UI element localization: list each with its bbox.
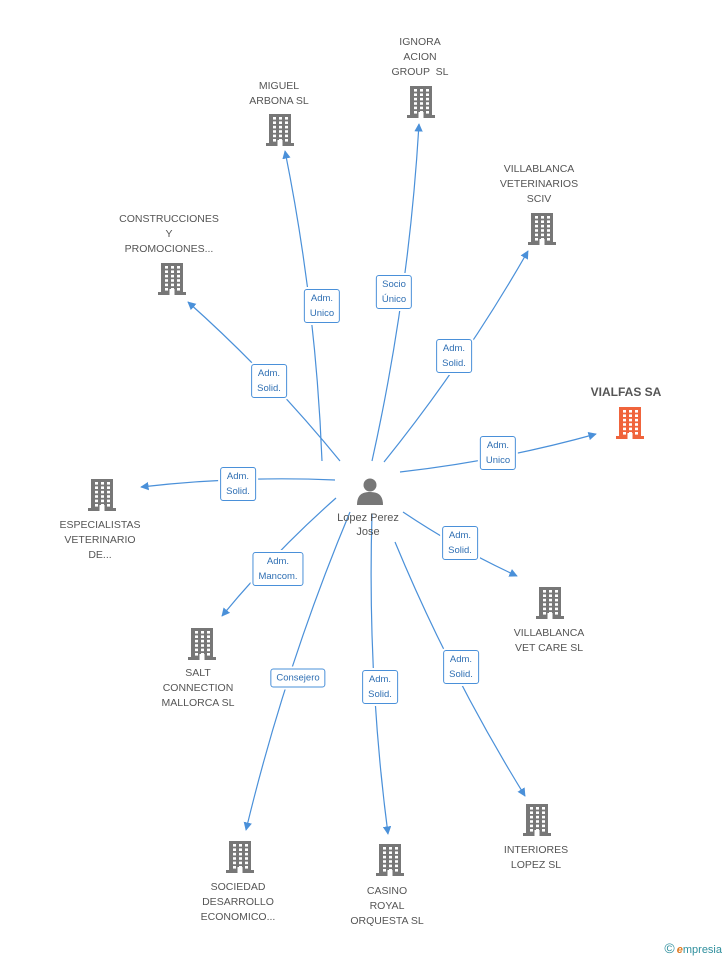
building-icon xyxy=(406,85,436,124)
company-name-vialfas[interactable]: VIALFAS SA xyxy=(590,385,662,399)
company-node-especialistas[interactable] xyxy=(87,478,117,517)
company-name-ignora-acion[interactable]: IGNORA ACION GROUP SL xyxy=(391,36,449,78)
empresia-logo: ©empresia xyxy=(664,940,722,956)
company-node-ignora-acion[interactable] xyxy=(406,85,436,124)
company-node-villablanca-vet[interactable] xyxy=(535,586,565,625)
relation-badge-villablanca-sciv: Adm. Solid. xyxy=(436,339,472,373)
building-icon xyxy=(615,406,645,445)
relation-badge-villablanca-vet: Adm. Solid. xyxy=(442,526,478,560)
building-icon xyxy=(535,586,565,625)
company-node-interiores[interactable] xyxy=(522,803,552,842)
copyright-symbol: © xyxy=(664,940,675,956)
company-node-casino-royal[interactable] xyxy=(375,843,405,882)
company-name-villablanca-sciv[interactable]: VILLABLANCA VETERINARIOS SCIV xyxy=(499,163,579,205)
company-node-construcciones[interactable] xyxy=(157,262,187,301)
company-name-salt-connection[interactable]: SALT CONNECTION MALLORCA SL xyxy=(161,667,235,709)
brand-rest: mpresia xyxy=(682,944,722,956)
relation-badge-salt-connection: Adm. Mancom. xyxy=(252,552,304,586)
company-node-salt-connection[interactable] xyxy=(187,627,217,666)
company-name-interiores[interactable]: INTERIORES LOPEZ SL xyxy=(503,844,569,871)
company-node-vialfas[interactable] xyxy=(615,406,645,445)
relation-badge-sociedad: Consejero xyxy=(270,668,326,688)
relation-badge-especialistas: Adm. Solid. xyxy=(220,467,256,501)
relation-badge-miguel-arbona: Adm. Unico xyxy=(303,289,341,323)
center-person[interactable] xyxy=(355,476,385,511)
building-icon xyxy=(265,113,295,152)
building-icon xyxy=(527,212,557,251)
company-node-sociedad[interactable] xyxy=(225,840,255,879)
company-name-construcciones[interactable]: CONSTRUCCIONES Y PROMOCIONES... xyxy=(119,213,219,255)
building-icon xyxy=(375,843,405,882)
company-name-especialistas[interactable]: ESPECIALISTAS VETERINARIO DE... xyxy=(59,519,141,561)
company-name-casino-royal[interactable]: CASINO ROYAL ORQUESTA SL xyxy=(350,885,424,927)
relation-badge-casino-royal: Adm. Solid. xyxy=(362,670,398,704)
center-person-name: Lopez Perez Jose xyxy=(337,512,399,538)
relation-badge-construcciones: Adm. Solid. xyxy=(251,364,287,398)
building-icon xyxy=(225,840,255,879)
building-icon xyxy=(87,478,117,517)
building-icon xyxy=(187,627,217,666)
company-name-villablanca-vet[interactable]: VILLABLANCA VET CARE SL xyxy=(513,627,585,654)
company-name-sociedad[interactable]: SOCIEDAD DESARROLLO ECONOMICO... xyxy=(200,881,276,923)
brand-e: e xyxy=(676,944,683,956)
relation-badge-vialfas: Adm. Unico xyxy=(479,436,517,470)
relation-badge-ignora-acion: Socio Único xyxy=(375,275,413,309)
relation-badge-interiores: Adm. Solid. xyxy=(443,650,479,684)
building-icon xyxy=(157,262,187,301)
person-icon xyxy=(357,478,383,505)
company-name-miguel-arbona[interactable]: MIGUEL ARBONA SL xyxy=(249,80,309,107)
company-node-villablanca-sciv[interactable] xyxy=(527,212,557,251)
building-icon xyxy=(522,803,552,842)
company-node-miguel-arbona[interactable] xyxy=(265,113,295,152)
